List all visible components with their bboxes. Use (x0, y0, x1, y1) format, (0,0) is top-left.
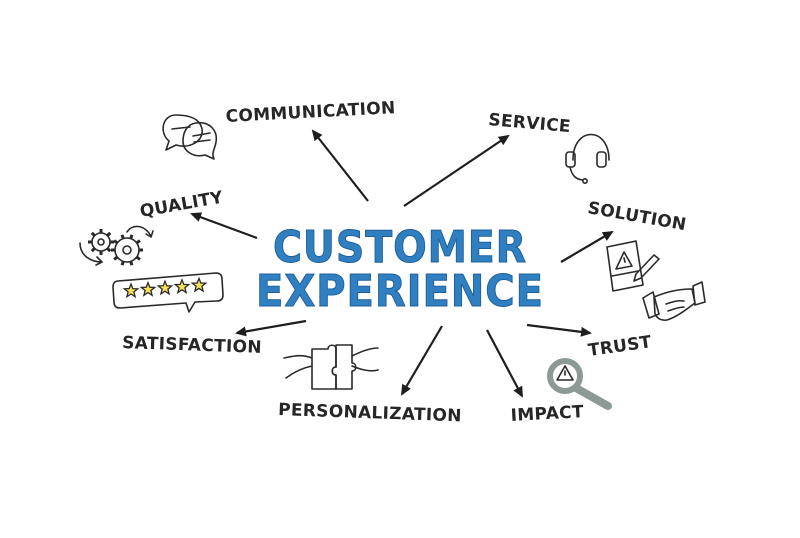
title-line-2: EXPERIENCE (256, 266, 544, 317)
label-quality: QUALITY (138, 188, 225, 222)
rating-star (190, 276, 208, 293)
arrow-impact (486, 329, 523, 398)
label-satisfaction: SATISFACTION (122, 333, 262, 358)
gear-tooth (106, 247, 112, 253)
label-solution: SOLUTION (586, 198, 688, 235)
gear-tooth (129, 260, 134, 266)
label-service: SERVICE (488, 110, 572, 137)
star-row (122, 276, 208, 299)
gear-tooth (113, 239, 119, 245)
arrow-satisfaction (235, 319, 307, 337)
gear-tooth (106, 231, 112, 237)
arrow-trust (526, 323, 592, 337)
label-trust: TRUST (587, 332, 653, 361)
star-rating-icon (112, 272, 224, 313)
arrow-personalization (400, 325, 443, 396)
speech-bubbles-icon (162, 114, 218, 160)
arrow-quality (190, 212, 258, 240)
gear-tooth (129, 234, 134, 240)
title-line-1: CUSTOMER (273, 222, 527, 273)
headset-icon (565, 133, 610, 185)
magnifier-icon (547, 358, 612, 410)
arrow-service (403, 134, 510, 207)
central-title: CUSTOMER EXPERIENCE (256, 222, 544, 318)
label-personalization: PERSONALIZATION (278, 400, 462, 426)
gears-icon (79, 225, 154, 266)
gear-tooth (120, 260, 125, 266)
rating-star (156, 279, 174, 296)
rating-star (122, 282, 140, 299)
label-communication: COMMUNICATION (225, 98, 396, 127)
gear-tooth (135, 239, 141, 245)
arrow-solution (560, 230, 614, 263)
gear-tooth (113, 255, 119, 261)
gear-tooth (90, 247, 96, 253)
handshake-icon (642, 281, 706, 321)
arrows (190, 129, 614, 398)
gear-tooth (90, 231, 96, 237)
arrow-communication (311, 129, 369, 202)
clipboard-warning-icon (606, 240, 660, 292)
gear-tooth (135, 255, 141, 261)
label-impact: IMPACT (510, 402, 584, 426)
rating-star (173, 278, 191, 294)
rating-star (139, 280, 157, 297)
gear-tooth (120, 234, 125, 240)
puzzle-icon (283, 344, 379, 390)
